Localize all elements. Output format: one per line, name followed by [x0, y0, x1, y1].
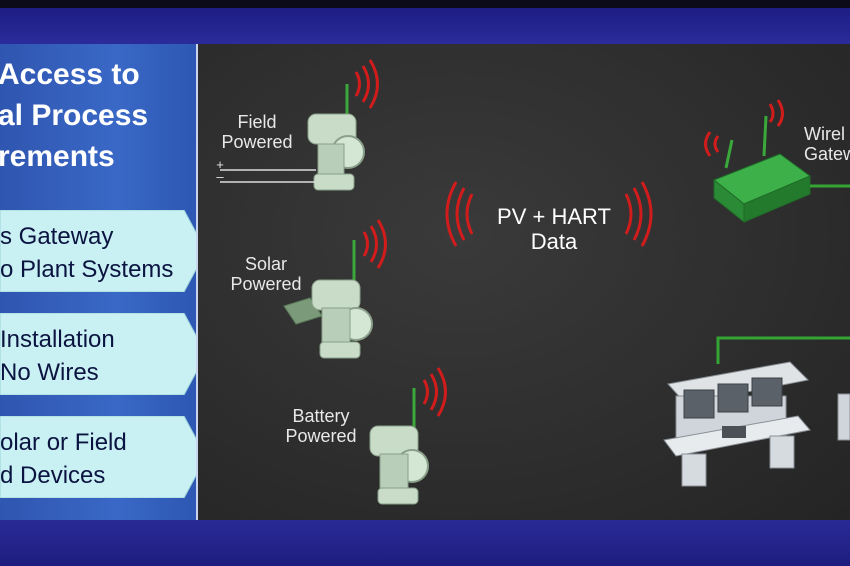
network-diagram: Field Powered + – Solar Powered Battery …	[198, 44, 850, 520]
bottom-band	[0, 520, 850, 566]
signal-wave-icon	[422, 379, 429, 405]
label-wireless-gateway: Wirel Gatew	[804, 124, 850, 164]
network-link	[716, 336, 850, 364]
benefit-text-devices: olar or Field d Devices	[0, 429, 127, 489]
diagram-graphics	[220, 59, 850, 505]
wireless-gateway	[704, 99, 850, 224]
label-solar-powered: Solar Powered	[230, 254, 302, 294]
benefit-arrow-installation: Installation No Wires	[0, 313, 196, 395]
signal-wave-icon	[465, 193, 474, 235]
benefit-arrow-gateway: s Gateway o Plant Systems	[0, 210, 196, 292]
plus-sign: +	[216, 157, 224, 172]
solar-transmitter	[283, 219, 387, 359]
pv-hart-signal	[445, 181, 653, 247]
benefit-text-installation: Installation No Wires	[0, 326, 115, 386]
signal-wave-icon	[713, 135, 720, 153]
top-band	[0, 8, 850, 44]
antenna-icon	[724, 139, 734, 169]
left-benefits-panel: Access to al Process rements s Gateway o…	[0, 44, 198, 520]
field-transmitter	[220, 59, 379, 191]
signal-wave-icon	[354, 71, 361, 97]
minus-sign: –	[216, 169, 224, 184]
battery-transmitter	[369, 367, 447, 505]
arrow-shape	[0, 416, 196, 498]
signal-wave-icon	[362, 231, 369, 257]
label-pv-hart-data: PV + HART Data	[497, 204, 611, 254]
monitor-icon	[683, 389, 715, 419]
panel-title: Access to al Process rements	[0, 58, 149, 173]
arrow-shape	[0, 210, 196, 292]
label-battery-powered: Battery Powered	[285, 406, 357, 446]
benefit-arrow-devices: olar or Field d Devices	[0, 416, 196, 498]
label-field-powered: Field Powered	[221, 112, 293, 152]
arrow-shape	[0, 313, 196, 395]
benefit-text-gateway: s Gateway o Plant Systems	[0, 223, 174, 283]
transmitter-head-icon	[311, 279, 361, 311]
control-console-icon	[663, 361, 850, 487]
keyboard-icon	[722, 426, 746, 438]
top-border	[0, 0, 850, 8]
